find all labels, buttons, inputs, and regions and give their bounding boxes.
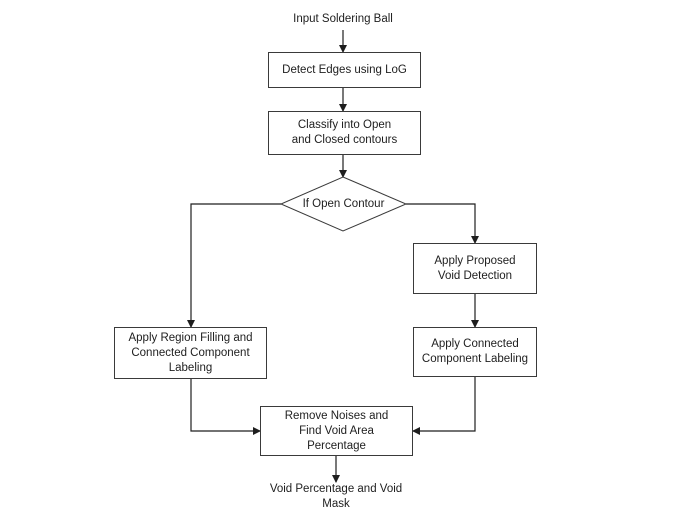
node-classify-text: Classify into Open and Closed contours [291,119,398,146]
arrow-region-filling-to-remove-noises [190,379,261,435]
node-detect-edges-text: Detect Edges using LoG [282,63,407,76]
decision-text: If Open Contour [302,198,385,210]
node-region-filling: Apply Region Filling and Connected Compo… [114,327,267,379]
arrow-decision-to-proposed-void [406,203,479,244]
node-connected-labeling: Apply Connected Component Labeling [413,327,537,377]
arrow-connected-to-remove-noises [412,377,476,435]
decision-diamond [279,176,408,232]
node-remove-noises-text: Remove Noises and Find Void Area Percent… [284,409,389,452]
input-label: Input Soldering Ball [293,13,393,25]
node-detect-edges: Detect Edges using LoG [268,52,421,88]
output-label: Void Percentage and Void Mask [269,483,403,510]
node-proposed-void: Apply Proposed Void Detection [413,243,537,294]
node-region-filling-text: Apply Region Filling and Connected Compo… [128,331,253,374]
node-remove-noises: Remove Noises and Find Void Area Percent… [260,406,413,456]
node-classify: Classify into Open and Closed contours [268,111,421,155]
arrow-decision-to-region-filling [187,203,281,328]
node-connected-labeling-text: Apply Connected Component Labeling [421,338,529,365]
node-proposed-void-text: Apply Proposed Void Detection [434,254,516,282]
